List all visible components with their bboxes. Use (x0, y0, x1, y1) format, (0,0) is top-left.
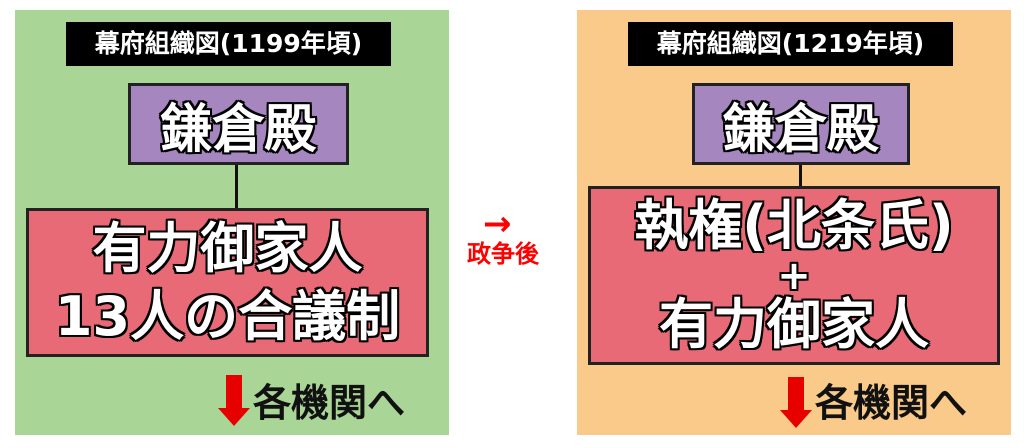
box-line: 有力御家人 (92, 217, 363, 280)
down-arrow-icon (780, 377, 812, 429)
connector-line (799, 165, 802, 186)
shikken-box: 執権(北条氏) + 有力御家人 (588, 186, 1000, 365)
kamakura-dono-box: 鎌倉殿 (692, 83, 910, 165)
diagram-title: 幕府組織図(1199年頃) (66, 22, 391, 66)
diagram-title: 幕府組織図(1219年頃) (628, 22, 953, 66)
box-line: 執権(北条氏) (634, 193, 954, 257)
connector-line (235, 165, 238, 208)
box-line: 13人の合議制 (54, 284, 401, 348)
right-arrow-icon: → (483, 204, 512, 244)
transition-label: 政争後 (467, 240, 539, 268)
destination-label: 各機関へ (815, 381, 968, 425)
box-line: 有力御家人 (659, 292, 929, 356)
left-panel-1199: 幕府組織図(1199年頃) 鎌倉殿 有力御家人 13人の合議制 各機関へ (15, 10, 449, 435)
kamakura-dono-box: 鎌倉殿 (128, 83, 349, 165)
destination-label: 各機関へ (253, 381, 406, 425)
plus-sign: + (777, 252, 811, 299)
gokenin-box: 有力御家人 13人の合議制 (26, 208, 429, 357)
right-panel-1219: 幕府組織図(1219年頃) 鎌倉殿 執権(北条氏) + 有力御家人 各機関へ (577, 10, 1011, 435)
down-arrow-icon (218, 375, 250, 427)
